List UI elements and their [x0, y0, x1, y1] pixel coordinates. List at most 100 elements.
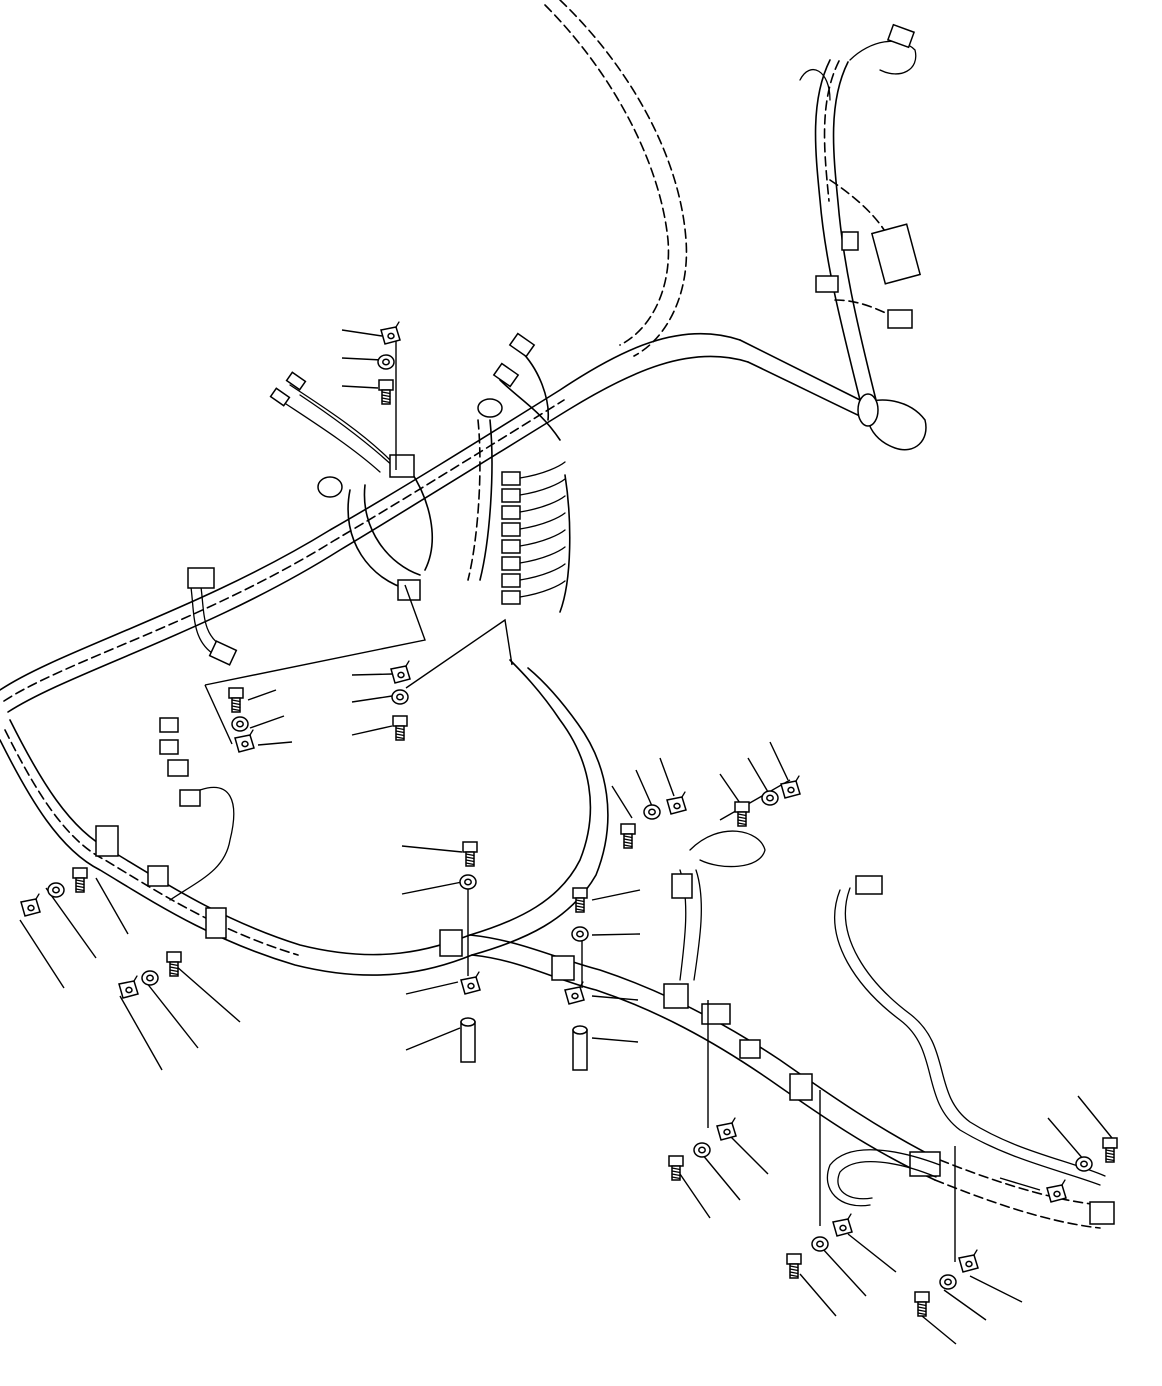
bolt-thread — [917, 1303, 927, 1307]
spacer-body — [572, 1029, 588, 1071]
bolt-head — [620, 823, 636, 835]
leader-line — [1047, 1117, 1085, 1161]
leader-line — [19, 919, 65, 989]
bolt-thread — [737, 816, 747, 820]
leader-line — [847, 1233, 897, 1273]
leader-line — [727, 1133, 769, 1175]
clip-hole — [723, 1128, 731, 1136]
bolt-thread — [789, 1268, 799, 1272]
bolt-thread — [737, 813, 747, 817]
bolt-thread — [671, 1170, 681, 1174]
clip-tab — [395, 321, 400, 328]
leader-line — [341, 329, 383, 337]
bolt-thread — [623, 841, 633, 845]
bolt-head — [228, 687, 244, 699]
stack-wire — [519, 478, 566, 496]
bolt-thread — [671, 1176, 681, 1180]
clip-tab — [579, 981, 584, 988]
leader-line — [591, 889, 641, 901]
bolt-thread — [75, 888, 85, 892]
washer-hole — [648, 808, 656, 816]
bolt-thread — [575, 908, 585, 912]
leader-line — [257, 741, 293, 746]
bolt-thread — [917, 1309, 927, 1313]
bolt — [1102, 1137, 1118, 1163]
bolt-thread — [575, 899, 585, 903]
connector-stack — [501, 461, 571, 613]
assembly-line — [405, 618, 513, 689]
spacer-top — [572, 1025, 588, 1035]
spacer-body — [460, 1021, 476, 1063]
leader-line — [175, 965, 241, 1023]
washer — [761, 790, 779, 806]
stack-connector — [501, 522, 521, 537]
clip-tab — [681, 791, 686, 798]
bolt-thread — [623, 835, 633, 839]
washer — [391, 689, 409, 705]
clip-tab — [35, 893, 40, 900]
leader-line — [635, 769, 653, 807]
clip-hole — [673, 802, 681, 810]
clip — [958, 1249, 979, 1273]
leader-line — [405, 1027, 461, 1051]
bolt-thread — [671, 1167, 681, 1171]
stack-bundle — [559, 474, 571, 613]
bolt-head — [786, 1253, 802, 1265]
bolt — [228, 687, 244, 713]
assembly-line — [204, 584, 426, 686]
leader-line — [679, 1173, 711, 1219]
leader-line — [401, 881, 463, 895]
clip-tab — [249, 729, 254, 736]
clip-hole — [787, 786, 795, 794]
leader-line — [659, 757, 675, 797]
leader-line — [611, 785, 633, 819]
washer-hole — [464, 878, 472, 886]
left-connectors — [95, 567, 575, 981]
leader-line — [747, 757, 769, 793]
stack-connector — [501, 590, 521, 605]
washer-hole — [52, 886, 60, 894]
bolt-thread — [737, 822, 747, 826]
leader-lines — [19, 329, 1113, 1345]
bolt-thread — [75, 879, 85, 883]
bolt-thread — [231, 708, 241, 712]
washer-hole — [816, 1240, 824, 1248]
clip-hole — [1053, 1190, 1061, 1198]
bolt-thread — [465, 862, 475, 866]
bolt-thread — [75, 882, 85, 886]
clip — [564, 981, 585, 1005]
stack-wire — [519, 563, 566, 581]
bolt-thread — [381, 391, 391, 395]
clip — [716, 1117, 737, 1141]
assembly-line — [719, 779, 791, 821]
bolt-thread — [465, 853, 475, 857]
clip-tab — [795, 775, 800, 782]
bolt-thread — [789, 1271, 799, 1275]
bolt-thread — [381, 400, 391, 404]
bolt-thread — [395, 730, 405, 734]
washer-hole — [236, 720, 244, 728]
bolt-thread — [465, 856, 475, 860]
leader-line — [769, 741, 789, 781]
stack-connector — [501, 539, 521, 554]
clip-hole — [571, 992, 579, 1000]
bolt — [786, 1253, 802, 1279]
washer-hole — [146, 974, 154, 982]
washer — [571, 926, 589, 942]
bolt — [620, 823, 636, 849]
leader-line — [341, 385, 379, 389]
leader-line — [145, 981, 199, 1049]
assembly-line — [204, 684, 233, 745]
washer — [231, 716, 249, 732]
bolt — [72, 867, 88, 893]
clip-hole — [387, 332, 395, 340]
leader-line — [351, 725, 393, 736]
bolt-thread — [575, 902, 585, 906]
clip — [666, 791, 687, 815]
bolt-thread — [231, 702, 241, 706]
clip-hole — [27, 904, 35, 912]
bolt-thread — [917, 1312, 927, 1316]
washer — [811, 1236, 829, 1252]
leader-line — [341, 357, 383, 361]
leader-line — [401, 845, 463, 853]
